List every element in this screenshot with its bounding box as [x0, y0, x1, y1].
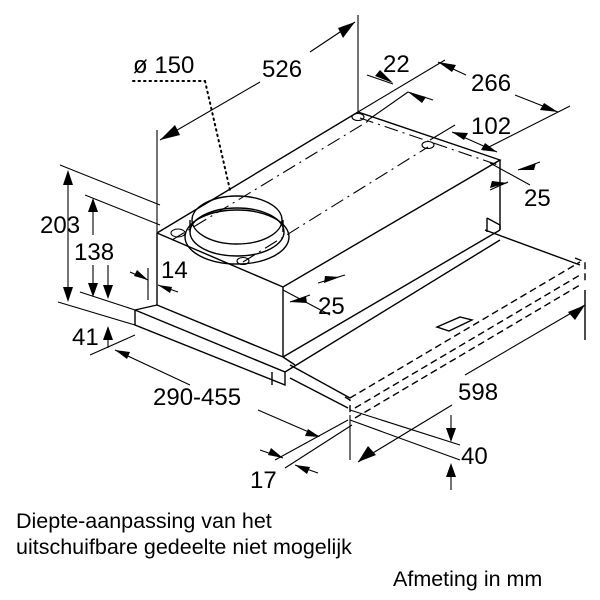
label-width: 598 [458, 379, 498, 406]
label-height-total: 203 [40, 212, 80, 239]
label-height-body: 138 [74, 239, 114, 266]
unit-note: Afmeting in mm [393, 567, 543, 591]
bottom-panel [282, 217, 586, 419]
dimension-labels: ø 150 526 22 266 102 25 203 138 14 25 41… [40, 51, 551, 494]
dimension-arrows [63, 21, 586, 490]
label-pullout-depth: 290-455 [153, 384, 241, 411]
label-back-offset: 22 [383, 51, 410, 78]
label-front-step: 14 [161, 257, 188, 284]
label-rear-hole-offset: 102 [471, 113, 511, 140]
label-side-offset: 25 [318, 293, 345, 320]
hood-body [156, 111, 502, 358]
duct-collar [184, 195, 290, 265]
caption-line-1: Diepte-aanpassing van het [16, 509, 272, 533]
caption-line-2: uitschuifbare gedeelte niet mogelijk [16, 535, 352, 559]
label-duct-diameter: ø 150 [133, 52, 194, 79]
label-right-step: 25 [524, 185, 551, 212]
label-panel-height: 40 [461, 443, 488, 470]
label-front-thickness: 17 [250, 467, 277, 494]
label-depth-body: 526 [262, 56, 302, 83]
label-top-depth: 266 [471, 70, 511, 97]
extension-lines [57, 15, 571, 469]
label-front-panel-height: 41 [72, 324, 99, 351]
front-bar [134, 239, 501, 387]
